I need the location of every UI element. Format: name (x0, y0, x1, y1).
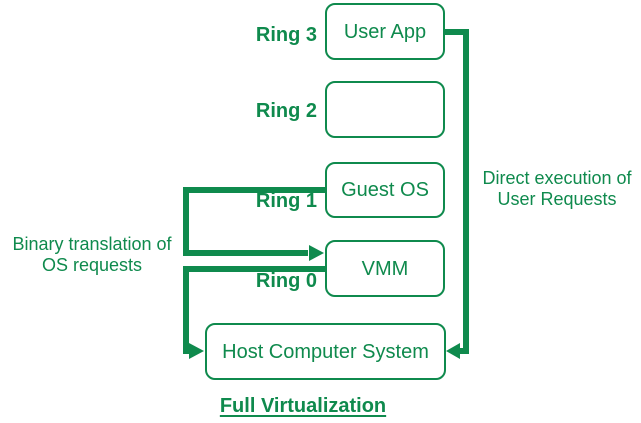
ring-0-label: Ring 0 (255, 270, 317, 292)
host-computer-system-box: Host Computer System (205, 323, 446, 380)
direct-execution-arrow (445, 29, 469, 359)
diagram-title: Full Virtualization (219, 395, 387, 417)
ring2-empty-box (325, 81, 445, 138)
binary-translation-guestos-to-vmm-arrow (183, 187, 325, 261)
ring-2-label: Ring 2 (255, 100, 317, 122)
vmm-box: VMM (325, 240, 445, 297)
ring-3-label: Ring 3 (255, 24, 317, 46)
user-app-box: User App (325, 3, 445, 60)
ring-1-label: Ring 1 (255, 190, 317, 212)
guest-os-box: Guest OS (325, 162, 445, 218)
vmm-to-host-arrow (183, 266, 325, 359)
direct-execution-annotation: Direct execution of User Requests (482, 168, 632, 209)
binary-translation-annotation: Binary translation of OS requests (12, 234, 172, 275)
